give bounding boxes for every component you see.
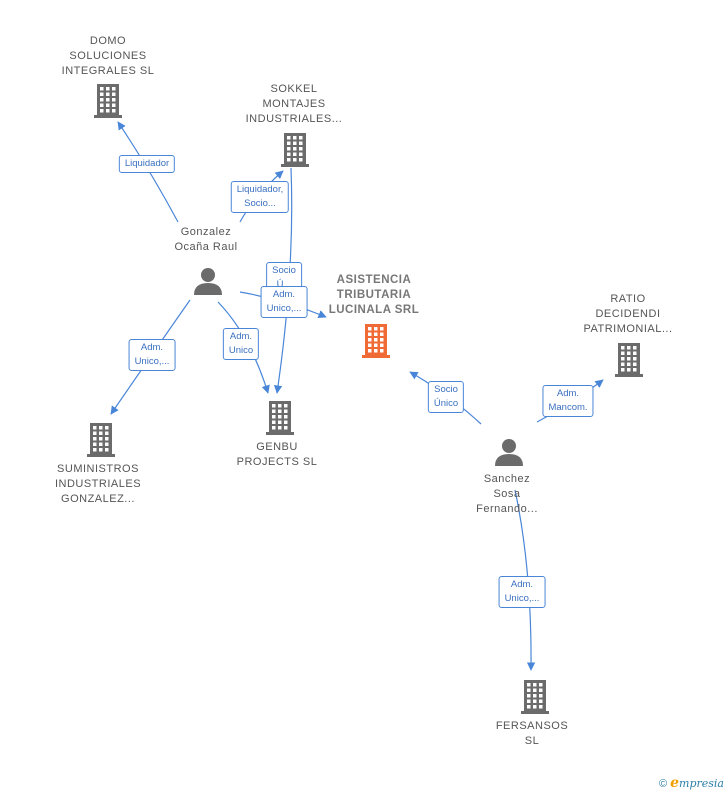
edge-label-line: Único [433,398,459,409]
node-label-line: PROJECTS SL [236,456,318,468]
person-icon[interactable] [194,268,222,295]
edge-label-gonzalez-asistencia[interactable]: Adm. Unico,... [260,286,308,318]
edge-label-line: Socio [434,384,458,395]
node-label-line: Ocaña Raul [174,241,238,253]
footer-brand[interactable]: © empresia [659,775,724,791]
edge-label-gonzalez-suministros[interactable]: Adm. Unico,... [128,339,176,371]
edge-label-line: Ú... [276,279,292,290]
node-label-ratio[interactable]: RATIO DECIDENDI PATRIMONIAL... [583,292,672,337]
node-label-line: Sosa [493,488,521,500]
edge-label-line: Unico,... [134,356,170,367]
building-icon[interactable] [266,401,294,435]
edge-label-gonzalez-genbu[interactable]: Adm. Unico [222,328,260,360]
node-label-line: GENBU [256,441,298,453]
node-label-asistencia[interactable]: ASISTENCIA TRIBUTARIA LUCINALA SRL [329,273,420,318]
node-label-line: SOKKEL [270,83,318,95]
edge-label-line: Adm. [556,388,580,399]
node-label-domo[interactable]: DOMO SOLUCIONES INTEGRALES SL [62,34,155,79]
node-label-line: INDUSTRIALES... [245,113,343,125]
person-icon[interactable] [495,439,523,466]
building-icon[interactable] [521,680,549,714]
copyright-symbol: © [658,778,668,790]
node-label-sokkel[interactable]: SOKKEL MONTAJES INDUSTRIALES... [246,82,343,127]
node-label-line: RATIO [610,293,646,305]
node-label-line: GONZALEZ... [61,493,135,505]
edge-label-sanchez-fersansos[interactable]: Adm. Unico,... [498,576,546,608]
edge-label-line: Unico [228,345,254,356]
edge-label-line: Adm. [272,289,296,300]
edge-label-line: Socio [272,265,296,276]
edge-sanchez-fersansos [514,489,536,671]
edge-label-line: Adm. [140,342,164,353]
building-icon[interactable] [615,343,643,377]
node-label-line: FERSANSOS [495,720,569,732]
node-label-line: Sanchez [483,473,531,485]
edge-label-line: Unico,... [266,303,302,314]
building-icon[interactable] [362,324,390,358]
building-icon[interactable] [87,423,115,457]
edge-label-sanchez-ratio[interactable]: Adm. Mancom. [542,385,594,417]
node-label-line: SUMINISTROS [57,463,139,475]
edge-label-line: Unico,... [504,593,540,604]
edge-label-line: Mancom. [548,402,588,413]
node-label-genbu[interactable]: GENBU PROJECTS SL [237,440,318,470]
node-label-suministros[interactable]: SUMINISTROS INDUSTRIALES GONZALEZ... [55,462,141,507]
node-label-line: PATRIMONIAL... [583,323,673,335]
edge-label-gonzalez-domo[interactable]: Liquidador [118,155,176,173]
edge-label-line: Adm. [510,579,534,590]
node-label-line: TRIBUTARIA [336,289,412,301]
building-icon[interactable] [94,84,122,118]
node-label-line: MONTAJES [262,98,326,110]
node-label-line: Gonzalez [180,226,232,238]
edge-label-line: Socio... [244,198,276,209]
node-label-line: DECIDENDI [595,308,661,320]
node-label-line: SL [524,735,540,747]
brand-logo: empresia [670,775,724,791]
edge-label-line: Adm. [229,331,253,342]
edge-label-line: Liquidador [124,158,170,169]
node-label-fersansos[interactable]: FERSANSOS SL [496,719,568,749]
node-label-line: DOMO [89,35,127,47]
node-label-line: INTEGRALES SL [61,65,155,77]
node-label-line: LUCINALA SRL [328,304,420,316]
edge-label-line: Liquidador, [236,184,284,195]
node-label-line: Fernando... [476,503,538,515]
edge-label-gonzalez-sokkel[interactable]: Liquidador, Socio... [230,181,290,213]
building-icon[interactable] [281,133,309,167]
node-label-line: SOLUCIONES [69,50,147,62]
node-label-line: ASISTENCIA [336,274,412,286]
icons-layer [87,84,643,714]
node-label-line: INDUSTRIALES [54,478,142,490]
